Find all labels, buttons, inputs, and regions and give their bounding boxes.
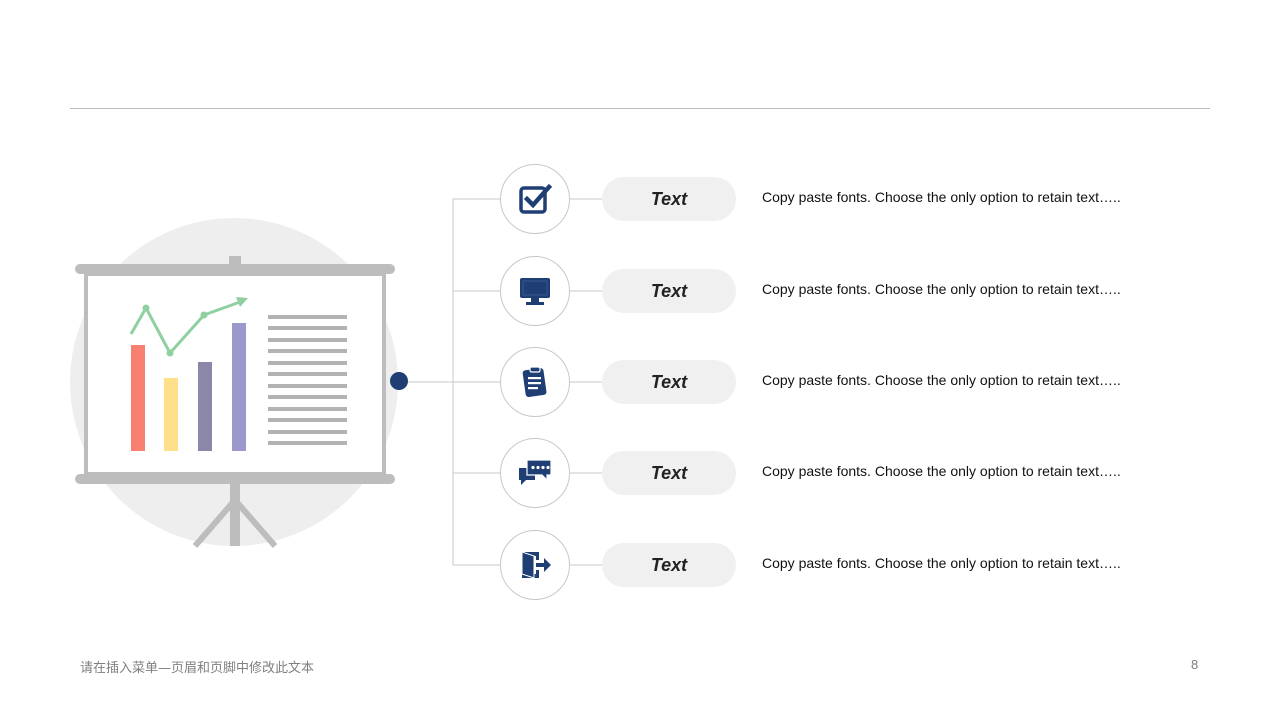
footer-text: 请在插入菜单—页眉和页脚中修改此文本 bbox=[80, 661, 315, 676]
trend-arrow bbox=[236, 297, 248, 307]
item-description: Copy paste fonts. Choose the only option… bbox=[762, 281, 1121, 297]
item-title: Text bbox=[602, 269, 736, 313]
page-number: 8 bbox=[1191, 657, 1199, 672]
board-bottom-bar bbox=[75, 474, 395, 484]
monitor-icon bbox=[500, 256, 570, 326]
list-item: Text Copy paste fonts. Choose the only o… bbox=[500, 347, 1200, 417]
bar-2 bbox=[164, 378, 178, 451]
connector-tree bbox=[390, 198, 602, 566]
item-description: Copy paste fonts. Choose the only option… bbox=[762, 189, 1121, 205]
trend-point bbox=[166, 349, 174, 357]
chat-bubbles-icon bbox=[500, 438, 570, 508]
bar-4 bbox=[232, 323, 246, 451]
bar-1 bbox=[131, 345, 145, 451]
connector-node bbox=[390, 372, 408, 390]
item-title: Text bbox=[602, 177, 736, 221]
clipboard-icon bbox=[500, 347, 570, 417]
board-top-bar bbox=[75, 264, 395, 274]
stand-pole bbox=[230, 484, 240, 546]
list-item: Text Copy paste fonts. Choose the only o… bbox=[500, 530, 1200, 600]
item-title: Text bbox=[602, 543, 736, 587]
item-description: Copy paste fonts. Choose the only option… bbox=[762, 463, 1121, 479]
list-item: Text Copy paste fonts. Choose the only o… bbox=[500, 438, 1200, 508]
checkbox-icon bbox=[500, 164, 570, 234]
item-title: Text bbox=[602, 451, 736, 495]
bar-3 bbox=[198, 362, 212, 451]
item-description: Copy paste fonts. Choose the only option… bbox=[762, 555, 1121, 571]
list-item: Text Copy paste fonts. Choose the only o… bbox=[500, 256, 1200, 326]
text-lines bbox=[268, 315, 347, 445]
presentation-board-illustration bbox=[70, 218, 398, 548]
stand-leg-left bbox=[192, 498, 238, 548]
item-description: Copy paste fonts. Choose the only option… bbox=[762, 372, 1121, 388]
item-title: Text bbox=[602, 360, 736, 404]
top-rule bbox=[70, 108, 1210, 109]
exit-door-icon bbox=[500, 530, 570, 600]
stand-leg-right bbox=[232, 498, 278, 548]
trend-point bbox=[142, 304, 150, 312]
list-item: Text Copy paste fonts. Choose the only o… bbox=[500, 164, 1200, 234]
trend-point bbox=[200, 311, 208, 319]
